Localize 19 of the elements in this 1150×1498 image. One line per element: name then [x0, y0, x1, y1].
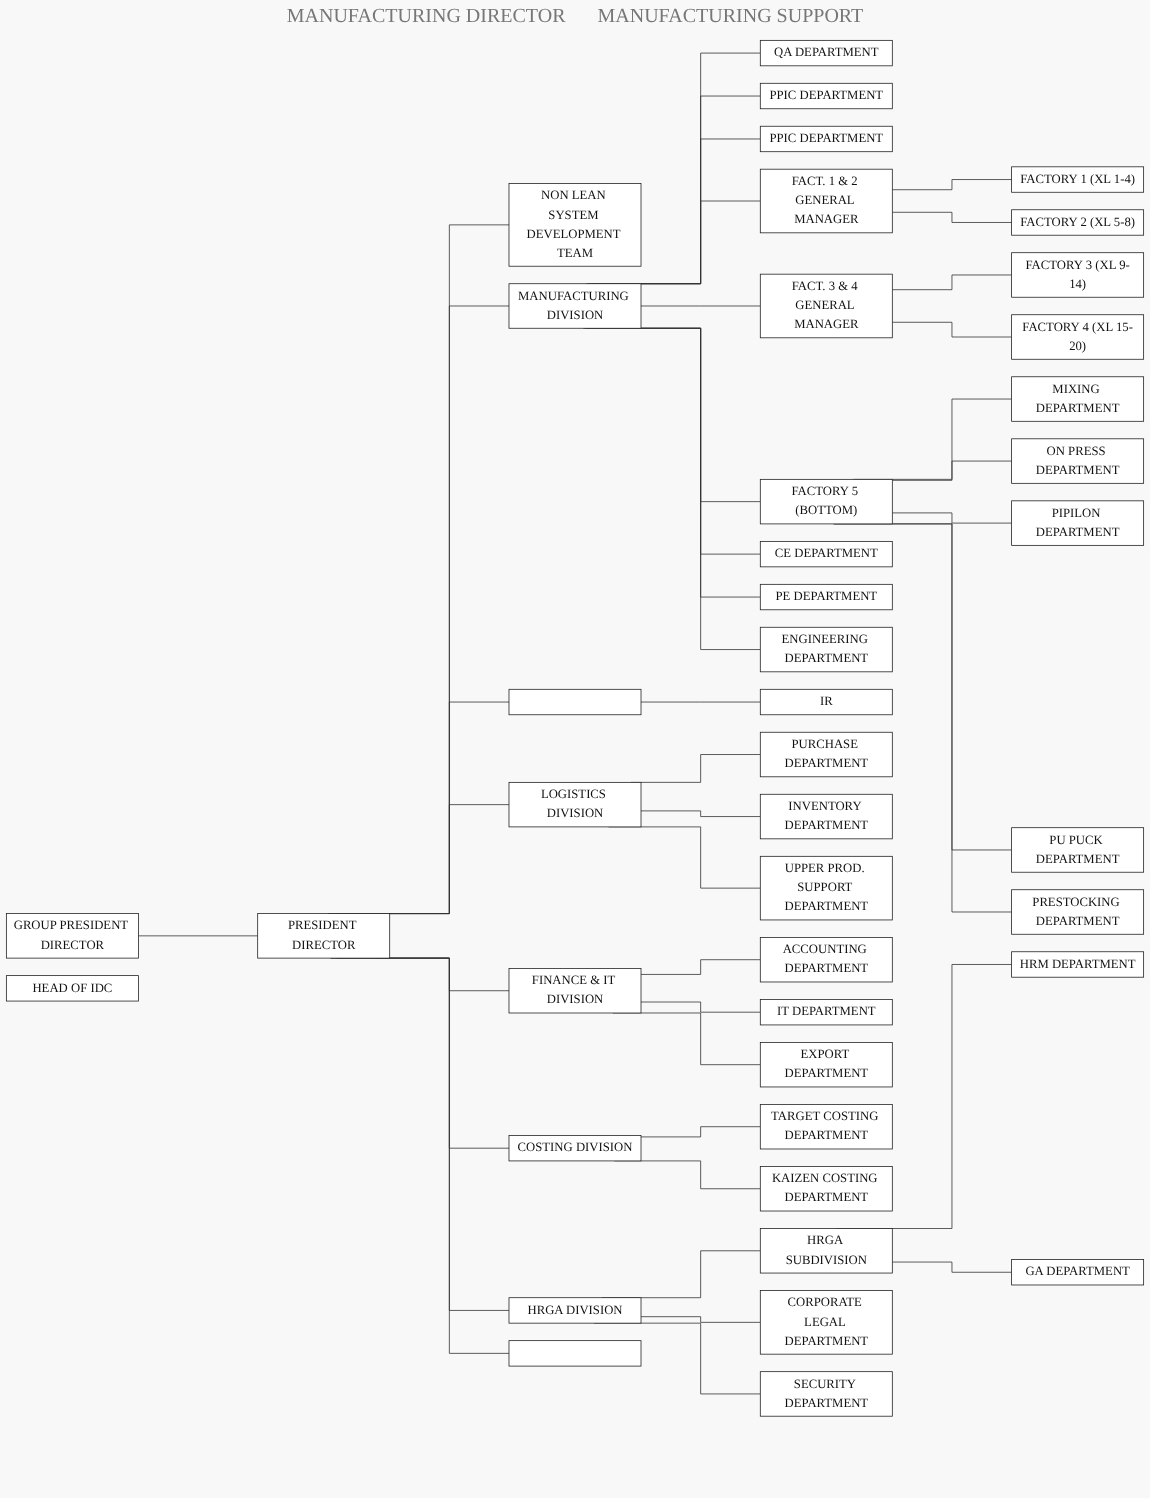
- connector: [891, 460, 1012, 481]
- node-box: [508, 688, 642, 716]
- line-label: MANUFACTURING DIRECTOR: [286, 6, 566, 28]
- connector: [891, 274, 1012, 291]
- connector: [640, 305, 761, 307]
- connector: [640, 701, 761, 703]
- connector: [640, 959, 761, 975]
- connector: [891, 321, 1012, 338]
- connector: [640, 1126, 761, 1138]
- connector: [891, 1261, 1012, 1273]
- connector: [891, 179, 1012, 191]
- connector: [640, 810, 761, 817]
- connector: [891, 211, 1012, 223]
- connector: [891, 512, 1012, 524]
- connector: [640, 1316, 761, 1323]
- connector: [138, 935, 259, 937]
- node-box: [508, 1340, 642, 1367]
- connector: [640, 1001, 761, 1013]
- line-label: MANUFACTURING SUPPORT: [597, 6, 864, 28]
